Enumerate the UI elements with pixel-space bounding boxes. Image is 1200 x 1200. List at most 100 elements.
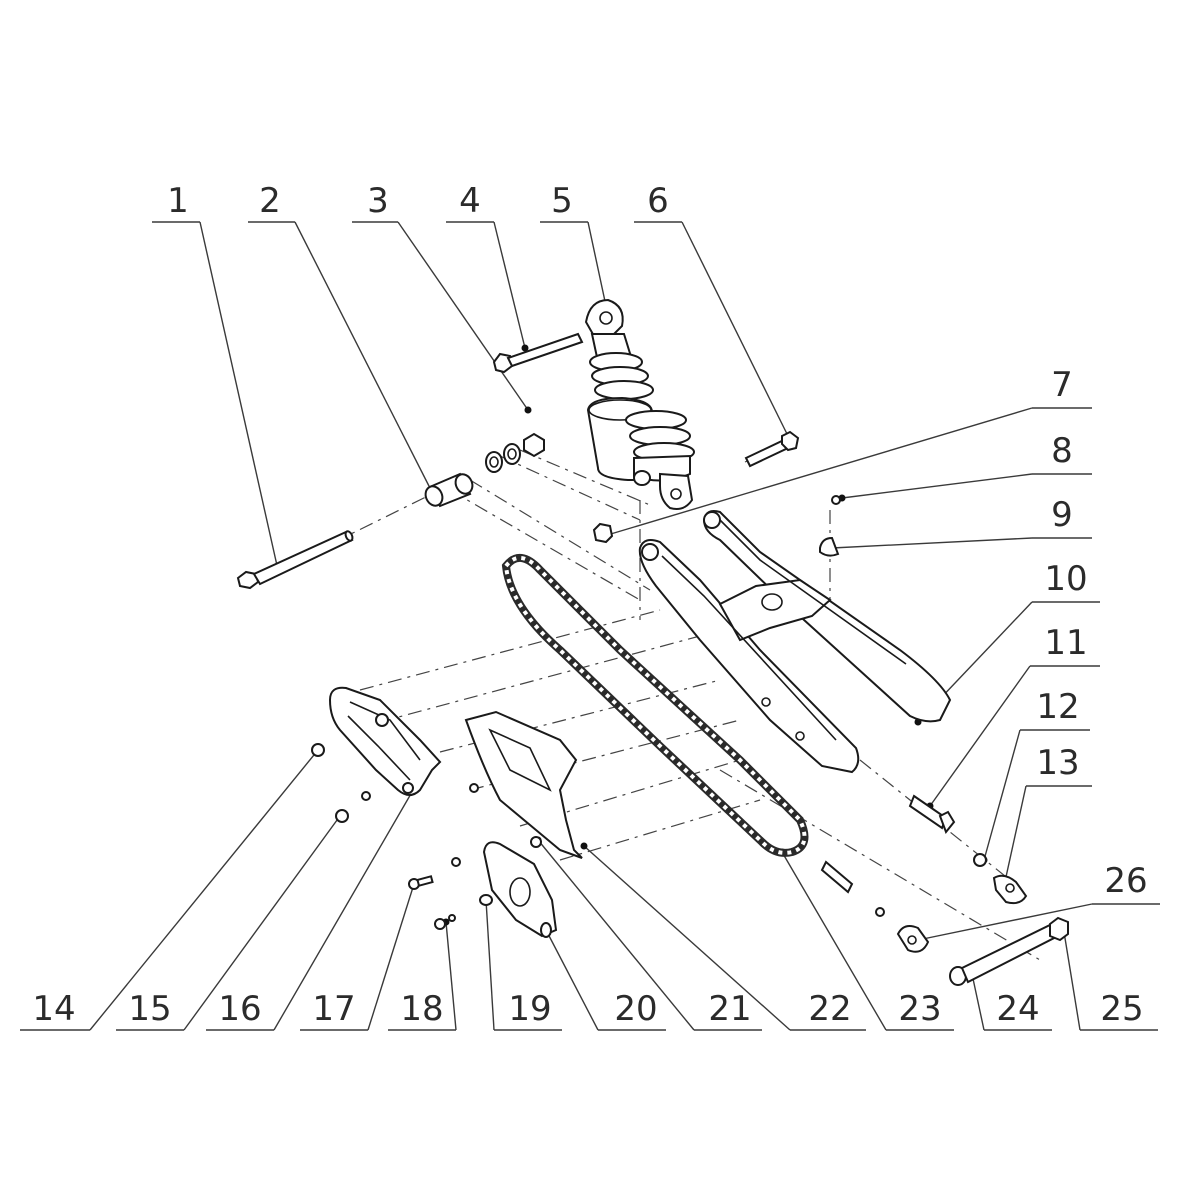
- leader-line: [971, 973, 985, 1031]
- shock-eye-hole: [599, 311, 613, 325]
- callout-16: 16: [206, 788, 416, 1031]
- axle-block-body: [896, 925, 930, 953]
- shock-mount-hole: [761, 593, 783, 611]
- washer: [448, 914, 456, 922]
- axle-block-hole: [1005, 883, 1015, 893]
- leader-line: [929, 665, 1031, 807]
- bolt-shaft: [252, 530, 354, 586]
- shock-nut-7: [592, 522, 614, 544]
- callout-number: 18: [400, 989, 443, 1029]
- callout-number: 10: [1044, 559, 1087, 599]
- mount-tab: [795, 731, 805, 741]
- leader-line: [841, 473, 1033, 499]
- axle-nut-25: [1049, 916, 1069, 942]
- leader-dot: [580, 842, 588, 850]
- adjuster-screw-thread: [820, 860, 854, 894]
- callout-number: 5: [551, 181, 573, 221]
- callout-number: 8: [1051, 431, 1073, 471]
- callout-8: 8: [838, 431, 1092, 502]
- callout-25: 25: [1060, 928, 1158, 1031]
- slider-mount-hole: [375, 713, 389, 727]
- nut: [311, 743, 325, 757]
- chain-guide-hole: [509, 877, 531, 907]
- slider-mount-hole: [402, 782, 414, 794]
- leader-line: [199, 221, 279, 571]
- callout-number: 13: [1036, 743, 1079, 783]
- chain-slider-body: [328, 686, 442, 796]
- chain-guide-nut-18: [434, 914, 456, 930]
- callout-number: 19: [508, 989, 551, 1029]
- centerline: [359, 609, 661, 691]
- pivot-sleeve-2: [424, 472, 474, 508]
- callout-number: 9: [1051, 495, 1073, 535]
- chain-guide-boss: [540, 922, 552, 938]
- callout-15: 15: [116, 812, 344, 1031]
- leader-line: [445, 921, 457, 1031]
- callout-19: 19: [482, 896, 562, 1031]
- small-nut: [831, 495, 841, 505]
- adjuster-bolt-head: [938, 810, 956, 834]
- callout-22: 22: [580, 842, 866, 1031]
- drive-chain-23: [501, 554, 809, 857]
- swing-arm-edge: [661, 519, 907, 741]
- bolt-shaft: [506, 332, 584, 368]
- shock-eye-hole: [670, 488, 682, 500]
- callout-number: 6: [647, 181, 669, 221]
- nut: [434, 918, 446, 930]
- callout-20: 20: [542, 926, 666, 1031]
- nut: [523, 432, 545, 458]
- callout-23: 23: [778, 848, 954, 1031]
- centerline: [439, 679, 721, 753]
- pivot-eye: [641, 543, 659, 561]
- centerline: [719, 769, 1041, 961]
- callout-18: 18: [388, 918, 457, 1031]
- leader-line: [537, 839, 695, 1031]
- shock-adjuster: [633, 470, 651, 486]
- callout-number: 4: [459, 181, 481, 221]
- swing-arm-left-rail: [638, 539, 860, 774]
- right-axle-block-26: [896, 925, 930, 953]
- shock-top-eye: [584, 298, 624, 337]
- axle-nut: [1049, 916, 1069, 942]
- centerline: [379, 635, 701, 723]
- leader-line: [367, 883, 415, 1031]
- centerline: [519, 449, 651, 506]
- shock-upper-bolt-4: [492, 332, 584, 374]
- bolt-head: [335, 809, 349, 823]
- nut: [592, 522, 614, 544]
- callout-7: 7: [600, 365, 1092, 540]
- chain-guide-20: [482, 841, 558, 938]
- callout-number: 17: [312, 989, 355, 1029]
- spring-coil: [594, 380, 654, 400]
- centerline: [469, 479, 651, 591]
- chain-links: [503, 556, 807, 855]
- callout-14: 14: [20, 746, 322, 1031]
- washer: [361, 791, 371, 801]
- washer: [451, 857, 461, 867]
- shock-bottom-eye: [659, 472, 694, 510]
- centerline: [449, 489, 641, 601]
- leader-line: [583, 845, 791, 1031]
- centerline: [469, 719, 741, 791]
- leader-line: [397, 221, 529, 411]
- washer: [485, 451, 503, 473]
- pivot-bolt-1: [236, 530, 354, 590]
- callout-21: 21: [534, 836, 762, 1031]
- callout-number: 16: [218, 989, 261, 1029]
- callout-number: 14: [32, 989, 75, 1029]
- nut: [530, 836, 542, 848]
- mount-tab: [761, 697, 771, 707]
- leader-line: [603, 407, 1033, 537]
- guard-bolt: [469, 783, 479, 793]
- adjuster-nut: [973, 853, 987, 867]
- chain-slider-16: [328, 686, 442, 796]
- axle-block-body: [992, 874, 1028, 905]
- shock-lower-bolt-6: [744, 430, 800, 468]
- leader-line: [183, 815, 341, 1031]
- leader-line: [545, 929, 599, 1031]
- chain-guide-body: [482, 841, 558, 938]
- callout-9: 9: [828, 495, 1092, 552]
- callout-number: 3: [367, 181, 389, 221]
- chain-adjuster-screw-22: [820, 860, 885, 917]
- rear-axle-24: [949, 922, 1060, 986]
